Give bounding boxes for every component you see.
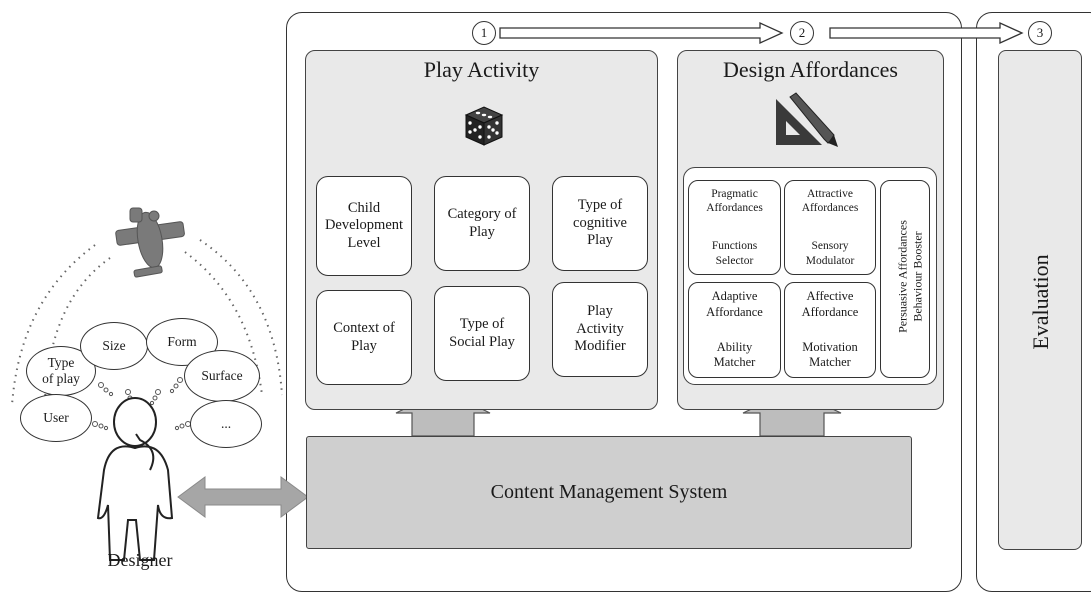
bubble-ellipsis: ... xyxy=(190,400,262,448)
designer-cms-arrow xyxy=(177,476,309,518)
dice-icon xyxy=(464,106,504,146)
card-category-of-play: Category of Play xyxy=(434,176,530,271)
cell-attractive-bottom: Sensory Modulator xyxy=(805,240,855,267)
persuasive-label: Persuasive Affordances xyxy=(895,220,910,333)
cell-pragmatic-bottom: Functions Selector xyxy=(711,240,758,267)
step-2-marker: 2 xyxy=(790,21,814,45)
thinking-person-icon xyxy=(96,397,174,561)
cell-adaptive-top: Adaptive Affordance xyxy=(706,289,763,319)
cell-attractive-top: Attractive Affordances xyxy=(801,188,859,215)
behaviour-booster-label: Behaviour Booster xyxy=(910,231,925,322)
cell-adaptive-bottom: Ability Matcher xyxy=(713,339,756,370)
content-management-system: Content Management System xyxy=(306,436,912,549)
step-3-marker: 3 xyxy=(1028,21,1052,45)
cell-adaptive-affordance: Adaptive Affordance Ability Matcher xyxy=(688,282,781,378)
bubble-user: User xyxy=(20,394,92,442)
thought-dots xyxy=(92,377,191,431)
airplane-icon xyxy=(115,207,185,278)
cell-affective-affordance: Affective Affordance Motivation Matcher xyxy=(784,282,876,378)
cell-affective-bottom: Motivation Matcher xyxy=(802,339,858,370)
cell-attractive-affordances: Attractive Affordances Sensory Modulator xyxy=(784,180,876,275)
designer-label: Designer xyxy=(107,550,173,570)
card-child-development-level: Child Development Level xyxy=(316,176,412,276)
cell-pragmatic-top: Pragmatic Affordances xyxy=(706,188,763,215)
card-context-of-play: Context of Play xyxy=(316,290,412,385)
design-affordances-title: Design Affordances xyxy=(723,57,898,82)
bubble-size: Size xyxy=(80,322,148,370)
step-arrow-2-3 xyxy=(829,21,1024,45)
step-arrow-1-2 xyxy=(499,21,784,45)
bubble-surface: Surface xyxy=(184,350,260,402)
cell-affective-top: Affective Affordance xyxy=(801,289,859,319)
play-activity-title: Play Activity xyxy=(423,57,540,82)
card-play-activity-modifier: Play Activity Modifier xyxy=(552,282,648,377)
flow-arrows xyxy=(11,21,1024,561)
step-1-marker: 1 xyxy=(472,21,496,45)
card-type-of-cognitive-play: Type of cognitive Play xyxy=(552,176,648,271)
drafting-tools-icon xyxy=(776,92,838,147)
evaluation-label: Evaluation xyxy=(1028,254,1053,350)
card-type-of-social-play: Type of Social Play xyxy=(434,286,530,381)
cell-persuasive-affordances: Persuasive Affordances Behaviour Booster xyxy=(880,180,930,378)
cell-pragmatic-affordances: Pragmatic Affordances Functions Selector xyxy=(688,180,781,275)
evaluation-panel: Evaluation xyxy=(998,50,1082,550)
